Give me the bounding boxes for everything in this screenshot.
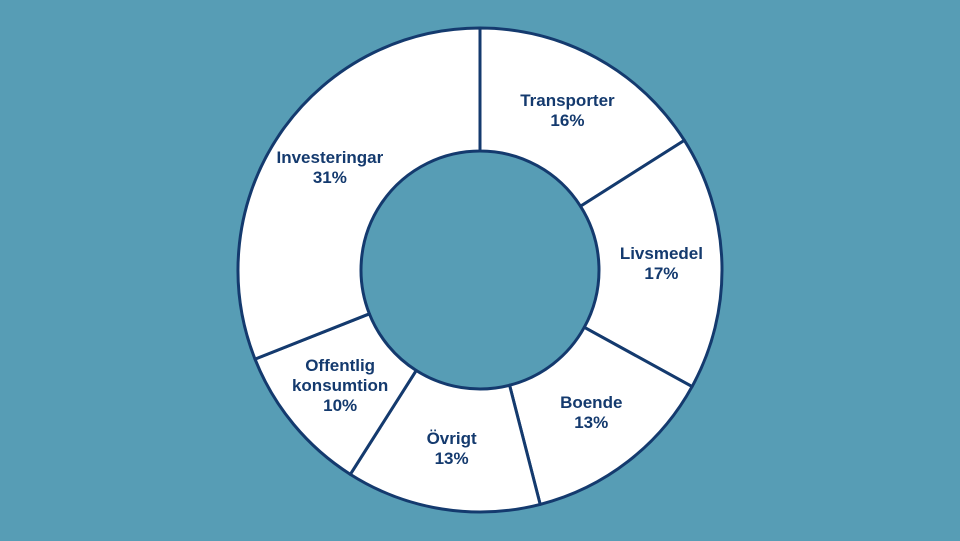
pie-segment-boende: [508, 325, 694, 506]
pie-segment-transporter: [478, 26, 686, 208]
pie-segment-investeringar: [236, 26, 482, 361]
pie-segment-ovrigt: [348, 368, 542, 514]
pie-segment-livsmedel: [578, 138, 724, 389]
